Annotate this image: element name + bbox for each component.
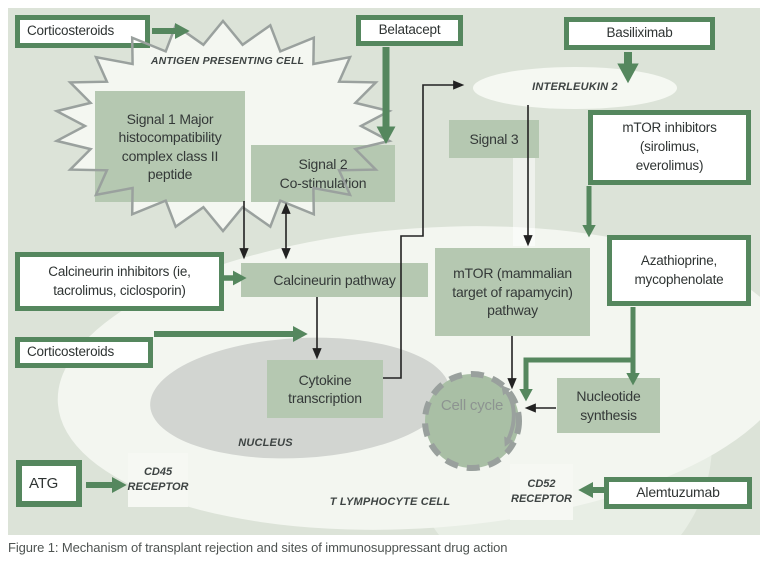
- drug-basiliximab: Basiliximab: [564, 17, 715, 50]
- drug-azathioprine: Azathioprine, mycophenolate: [607, 235, 751, 306]
- cell-cycle-label: Cell cycle: [440, 397, 504, 414]
- cell-cycle-circle: [422, 371, 522, 471]
- drug-corticosteroids-mid: Corticosteroids: [15, 337, 153, 368]
- cd45-receptor-label: CD45 RECEPTOR: [128, 453, 188, 507]
- drug-atg: ATG: [16, 460, 82, 507]
- node-calcineurin-pathway: Calcineurin pathway: [241, 263, 428, 297]
- antigen-presenting-cell-label: ANTIGEN PRESENTING CELL: [150, 55, 305, 67]
- interleukin-2-label: INTERLEUKIN 2: [532, 81, 618, 93]
- t-lymphocyte-cell-label: T LYMPHOCYTE CELL: [329, 496, 451, 508]
- signal3-pathway-strip: [513, 158, 535, 246]
- drug-mtor-inhibitors: mTOR inhibitors (sirolimus, everolimus): [588, 110, 751, 185]
- nucleus-label: NUCLEUS: [238, 437, 293, 449]
- node-cytokine-transcription: Cytokine transcription: [267, 360, 383, 418]
- figure-caption: Figure 1: Mechanism of transplant reject…: [8, 540, 508, 555]
- drug-alemtuzumab: Alemtuzumab: [604, 477, 752, 509]
- node-signal1: Signal 1 Major histocompatibility comple…: [95, 91, 245, 202]
- node-nucleotide-synthesis: Nucleotide synthesis: [557, 378, 660, 433]
- node-signal3: Signal 3: [449, 120, 539, 158]
- drug-corticosteroids-top: Corticosteroids: [15, 15, 150, 48]
- node-mtor-pathway: mTOR (mammalian target of rapamycin) pat…: [435, 248, 590, 336]
- drug-calcineurin-inhibitors: Calcineurin inhibitors (ie, tacrolimus, …: [15, 252, 224, 311]
- node-signal2: Signal 2 Co-stimulation: [251, 145, 395, 202]
- drug-belatacept: Belatacept: [356, 15, 463, 46]
- cd52-receptor-label: CD52 RECEPTOR: [510, 464, 573, 520]
